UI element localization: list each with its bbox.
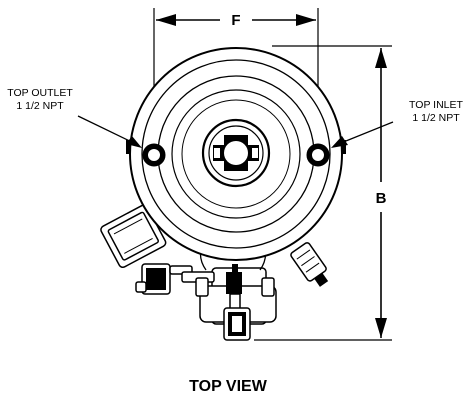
top-inlet-port xyxy=(306,143,330,167)
center-coupling xyxy=(201,118,271,188)
right-sensor xyxy=(290,242,329,287)
housing-ring-4 xyxy=(171,89,301,219)
top-outlet-label-line2: 1 1/2 NPT xyxy=(16,100,64,112)
b-arrow-bottom xyxy=(375,318,387,338)
view-title: TOP VIEW xyxy=(189,378,268,395)
housing-ring-2 xyxy=(141,59,331,249)
lower-assembly xyxy=(100,204,329,341)
top-inlet-label-line2: 1 1/2 NPT xyxy=(412,112,460,124)
dimension-f-label: F xyxy=(231,12,240,29)
f-arrow-left xyxy=(156,14,176,26)
top-outlet-label-line1: TOP OUTLET xyxy=(7,87,73,99)
outlet-leader xyxy=(77,115,142,148)
top-outlet-port xyxy=(142,143,166,167)
valve-stem xyxy=(226,272,242,294)
b-arrow-top xyxy=(375,48,387,68)
junction-box xyxy=(100,204,167,269)
housing-ring-5 xyxy=(181,99,291,209)
dimension-b-label: B xyxy=(376,190,387,207)
top-inlet-label-line1: TOP INLET xyxy=(409,99,463,111)
inlet-leader xyxy=(331,121,394,148)
dimension-b xyxy=(254,45,392,341)
f-arrow-right xyxy=(296,14,316,26)
